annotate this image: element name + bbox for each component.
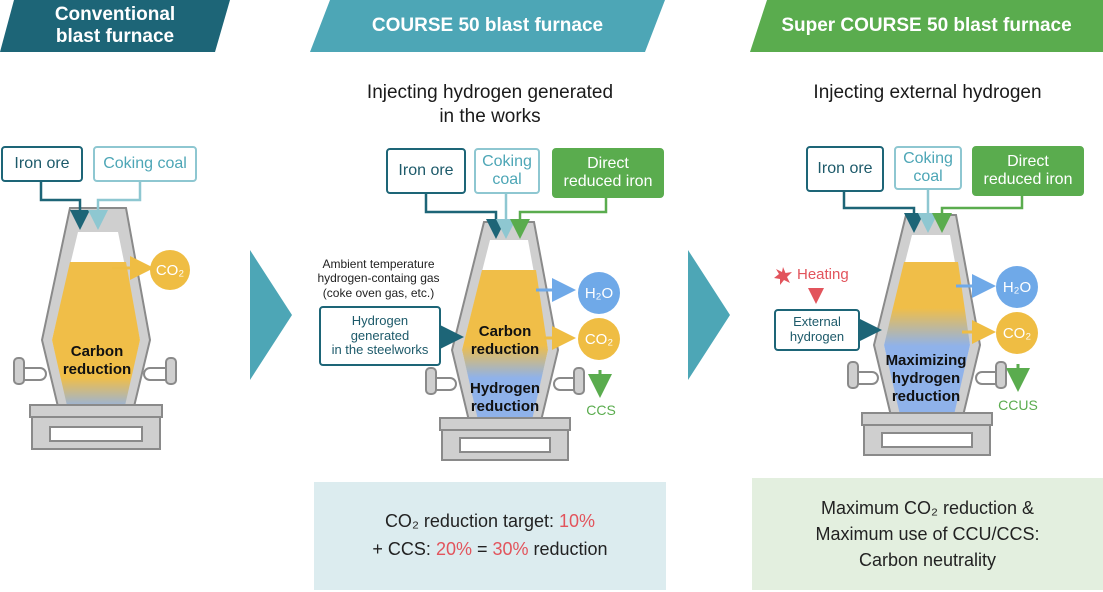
- summary-super: Maximum CO₂ reduction & Maximum use of C…: [752, 478, 1103, 590]
- coking-coal-box: Coking coal: [93, 146, 197, 182]
- summary-course50: CO₂ reduction target: 10% + CCS: 20% = 3…: [314, 482, 666, 590]
- co2-circle: CO₂: [996, 312, 1038, 354]
- furnace-course50: [425, 221, 585, 461]
- iron-ore-box: Iron ore: [386, 148, 466, 194]
- banner-title: COURSE 50 blast furnace: [371, 15, 604, 37]
- chevron-right-icon: [250, 250, 292, 380]
- furnace-conventional: [13, 207, 177, 450]
- summary-line-2: + CCS: 20% = 30% reduction: [372, 539, 608, 559]
- summary-line-3: Carbon neutrality: [858, 550, 997, 571]
- iron-ore-box: Iron ore: [806, 146, 884, 192]
- h2o-circle: H₂O: [578, 272, 620, 314]
- h2o-circle: H₂O: [996, 266, 1038, 308]
- iron-ore-box: Iron ore: [1, 146, 83, 182]
- summary-line-1: CO₂ reduction target: 10%: [384, 511, 596, 532]
- ccs-label: CCS: [586, 402, 616, 418]
- summary-line-1: Maximum CO₂ reduction &: [820, 497, 1035, 518]
- co2-circle: CO₂: [578, 318, 620, 360]
- banner-shape-course50: [310, 0, 665, 52]
- banner-shape-conventional: [0, 0, 230, 52]
- subtitle-super: Injecting external hydrogen: [813, 82, 1042, 103]
- banner-course50: COURSE 50 blast furnace: [310, 0, 665, 52]
- co2-circle: CO₂: [150, 250, 190, 290]
- banner-title: Super COURSE 50 blast furnace: [781, 15, 1072, 37]
- chevron-right-icon: [688, 250, 730, 380]
- summary-line-2: Maximum use of CCU/CCS:: [815, 523, 1040, 544]
- heating-burst-icon: [774, 267, 792, 285]
- banner-super-course50: Super COURSE 50 blast furnace: [750, 0, 1103, 52]
- banner-shape-super: [750, 0, 1103, 52]
- heating-label: Heating: [797, 266, 849, 283]
- furnace-super: [847, 214, 1007, 456]
- ccus-label: CCUS: [998, 397, 1038, 413]
